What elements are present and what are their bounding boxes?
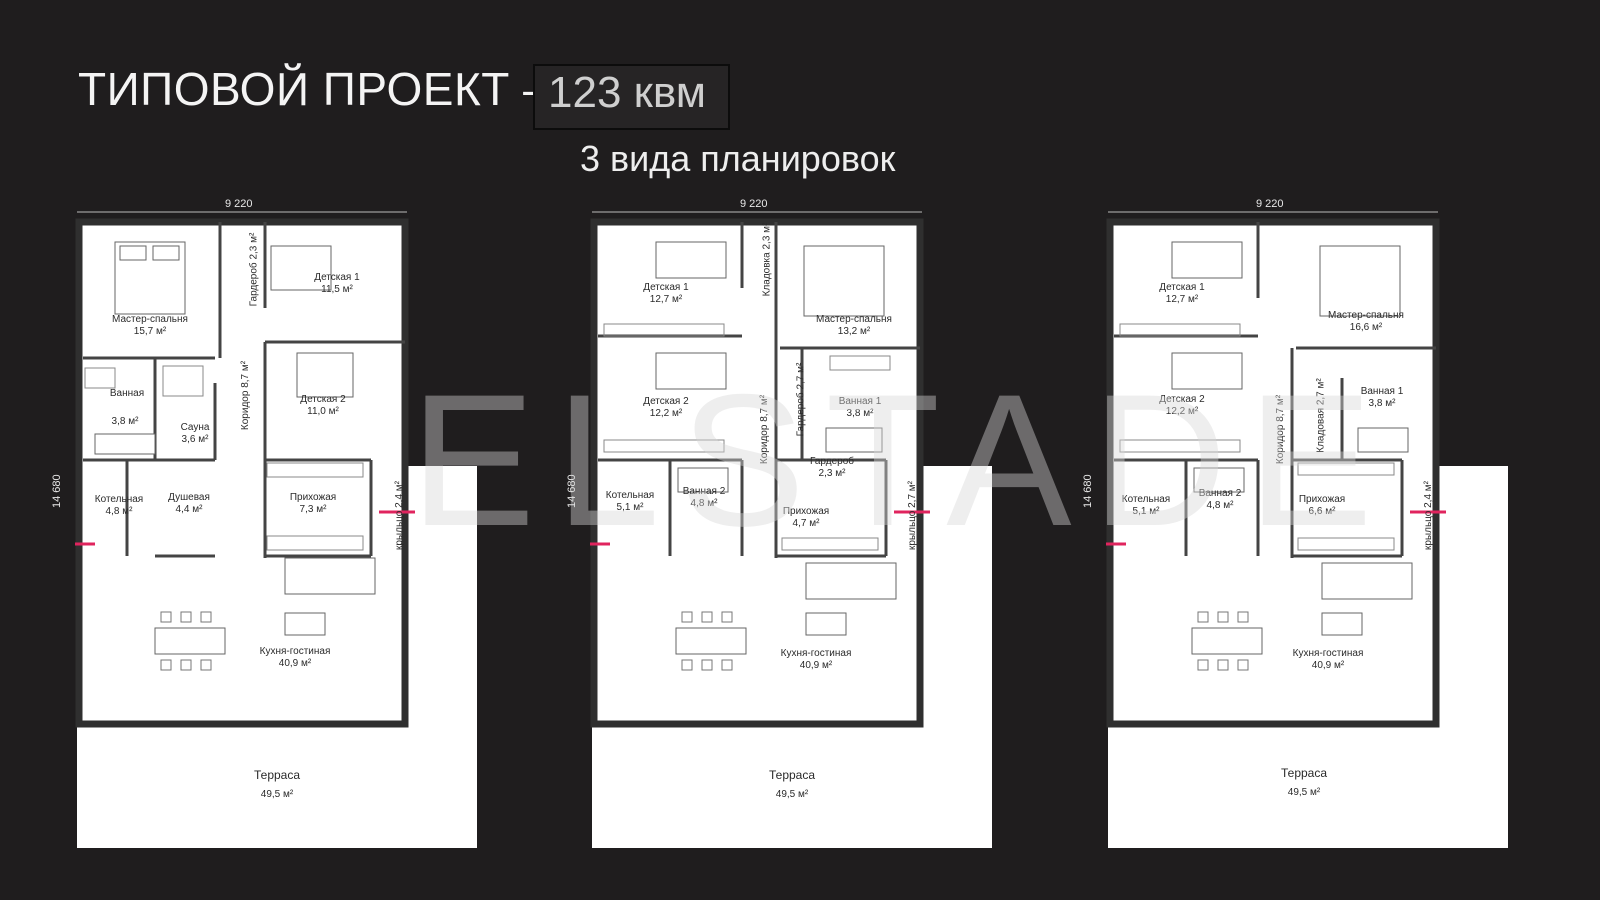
area-value: 123 квм: [548, 68, 707, 117]
room-porch: крыльцо 2,4 м²: [1423, 480, 1435, 551]
page-title: ТИПОВОЙ ПРОЕКТ –: [78, 63, 550, 115]
plan-1-drawing: [75, 211, 477, 848]
width-dimension: 9 220: [1256, 198, 1284, 210]
width-dimension: 9 220: [740, 198, 768, 210]
room-bath: Ванная: [109, 388, 145, 399]
height-dimension: 14 680: [51, 474, 63, 508]
room-wardrobe: Гардероб 2,7 м²: [795, 362, 807, 437]
height-dimension: 14 680: [566, 474, 578, 508]
room-storage: Кладовая 2,7 м²: [1315, 378, 1327, 453]
room-corridor: Коридор 8,7 м²: [759, 394, 771, 465]
room-bath-area: 3,8 м²: [111, 416, 139, 427]
room-wardrobe: Гардероб 2,3 м²: [248, 232, 260, 307]
page-subtitle: 3 вида планировок: [580, 138, 896, 179]
room-porch: крыльцо 2,4 м²: [394, 480, 406, 551]
plan-2-drawing: [590, 211, 992, 848]
room-corridor: Коридор 8,7 м²: [240, 360, 252, 431]
area-highlight-box: [533, 64, 730, 130]
width-dimension: 9 220: [225, 198, 253, 210]
room-porch: крыльцо 2,7 м²: [907, 480, 919, 551]
room-storage: Кладовка 2,3 м²: [761, 222, 773, 297]
room-corridor: Коридор 8,7 м²: [1275, 394, 1287, 465]
height-dimension: 14 680: [1082, 474, 1094, 508]
plan-3-drawing: [1106, 211, 1508, 848]
